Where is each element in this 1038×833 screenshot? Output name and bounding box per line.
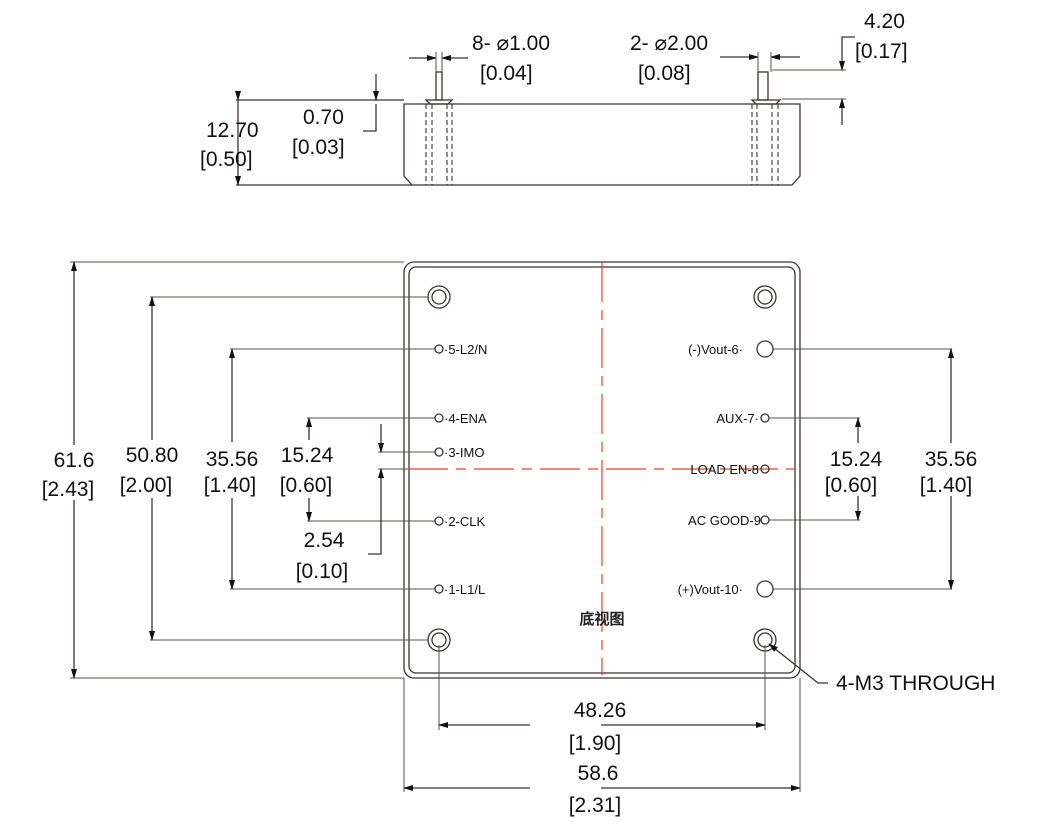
- view-title: 底视图: [579, 610, 624, 628]
- dim-standoff-inch: [0.03]: [292, 136, 345, 159]
- dim-pin-large-value: 2- ⌀2.00: [630, 32, 708, 55]
- pin-label: ·1-L1/L: [444, 582, 485, 597]
- dim-left-span-value: 35.56: [206, 448, 259, 471]
- pin-label: AC GOOD-9: [688, 513, 761, 528]
- mount-hole: [427, 285, 451, 309]
- dim-right-inner-value: 15.24: [830, 448, 883, 471]
- dim-pin-small-value: 8- ⌀1.00: [472, 32, 550, 55]
- dim-height-value: 12.70: [206, 119, 259, 142]
- mount-note: 4-M3 THROUGH: [836, 672, 995, 695]
- dim-hole-pitch-v-value: 50.80: [126, 444, 179, 467]
- dim-overall-width-value: 58.6: [578, 762, 619, 785]
- dim-offset-leader: [368, 468, 384, 555]
- side-view: 12.70 [0.50] 0.70 [0.03] 8- ⌀1.00 [0.04]…: [200, 10, 908, 186]
- dim-hole-pitch-h-inch: [1.90]: [569, 732, 622, 755]
- dim-left-span-inch: [1.40]: [204, 474, 257, 497]
- mount-hole: [753, 285, 777, 309]
- dim-right-span-value: 35.56: [925, 448, 978, 471]
- left-pins: ·5-L2/N ·4-ENA ·3-IMO ·2-CLK ·1-L1/L: [434, 342, 487, 597]
- pin-label: ·3-IMO: [444, 445, 484, 460]
- pin-label: ·4-ENA: [444, 411, 487, 426]
- pin-label: LOAD EN-8: [690, 462, 759, 477]
- dim-offset-value: 2.54: [304, 529, 345, 552]
- dim-standoff-leader: [363, 104, 377, 132]
- right-pins: (-)Vout-6· AUX-7· LOAD EN-8 AC GOOD-9 (+…: [678, 340, 774, 598]
- dim-pin-small-inch: [0.04]: [480, 62, 533, 85]
- pin-label: (+)Vout-10·: [678, 582, 743, 597]
- bottom-view: ·5-L2/N ·4-ENA ·3-IMO ·2-CLK ·1-L1/L (-)…: [42, 261, 995, 817]
- dim-pin-large-inch: [0.08]: [638, 62, 691, 85]
- pin-label: (-)Vout-6·: [688, 342, 743, 357]
- dim-overall-height-value: 61.6: [54, 449, 95, 472]
- pin-label: ·2-CLK: [444, 514, 486, 529]
- small-pin: [424, 71, 454, 185]
- large-pin: [750, 71, 782, 185]
- dim-overall-width-inch: [2.31]: [569, 794, 622, 817]
- dim-hole-pitch-h-value: 48.26: [574, 699, 627, 722]
- dim-pin-length-leader: [839, 36, 855, 71]
- module-body-side: [403, 103, 801, 186]
- pin-label: AUX-7·: [716, 411, 759, 426]
- dim-hole-pitch-v-inch: [2.00]: [120, 474, 173, 497]
- dim-standoff-value: 0.70: [303, 106, 344, 129]
- dim-right-inner-inch: [0.60]: [825, 474, 878, 497]
- dim-left-inner-inch: [0.60]: [280, 474, 333, 497]
- mount-note-leader: [768, 643, 828, 684]
- dim-offset-inch: [0.10]: [296, 560, 349, 583]
- dim-pin-length-inch: [0.17]: [855, 40, 908, 63]
- dim-overall-height-inch: [2.43]: [42, 478, 95, 501]
- pin-label: ·5-L2/N: [444, 342, 487, 357]
- dim-right-span-inch: [1.40]: [920, 474, 973, 497]
- dim-left-inner-value: 15.24: [281, 444, 334, 467]
- dim-height-inch: [0.50]: [200, 148, 253, 171]
- dim-pin-length-value: 4.20: [864, 10, 905, 33]
